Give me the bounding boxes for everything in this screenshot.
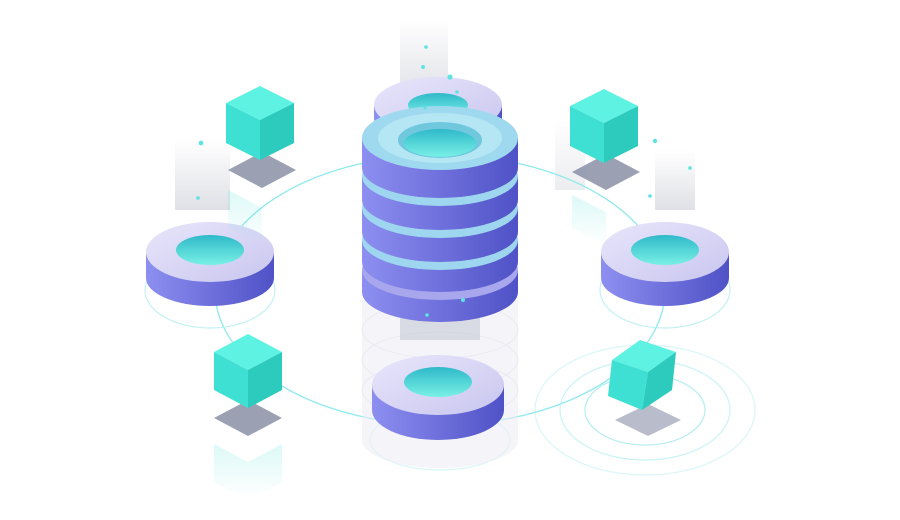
data-cube-icon	[608, 340, 681, 436]
light-column	[175, 140, 230, 210]
data-cube-icon	[214, 334, 282, 500]
storage-ring-icon	[601, 222, 729, 306]
particles	[196, 45, 692, 317]
data-cube-icon	[226, 86, 296, 245]
data-cube-icon	[570, 89, 640, 245]
storage-ring-icon	[372, 355, 504, 440]
light-column	[655, 150, 695, 210]
storage-ring-icon	[146, 222, 274, 306]
database-stack-icon	[362, 106, 518, 322]
